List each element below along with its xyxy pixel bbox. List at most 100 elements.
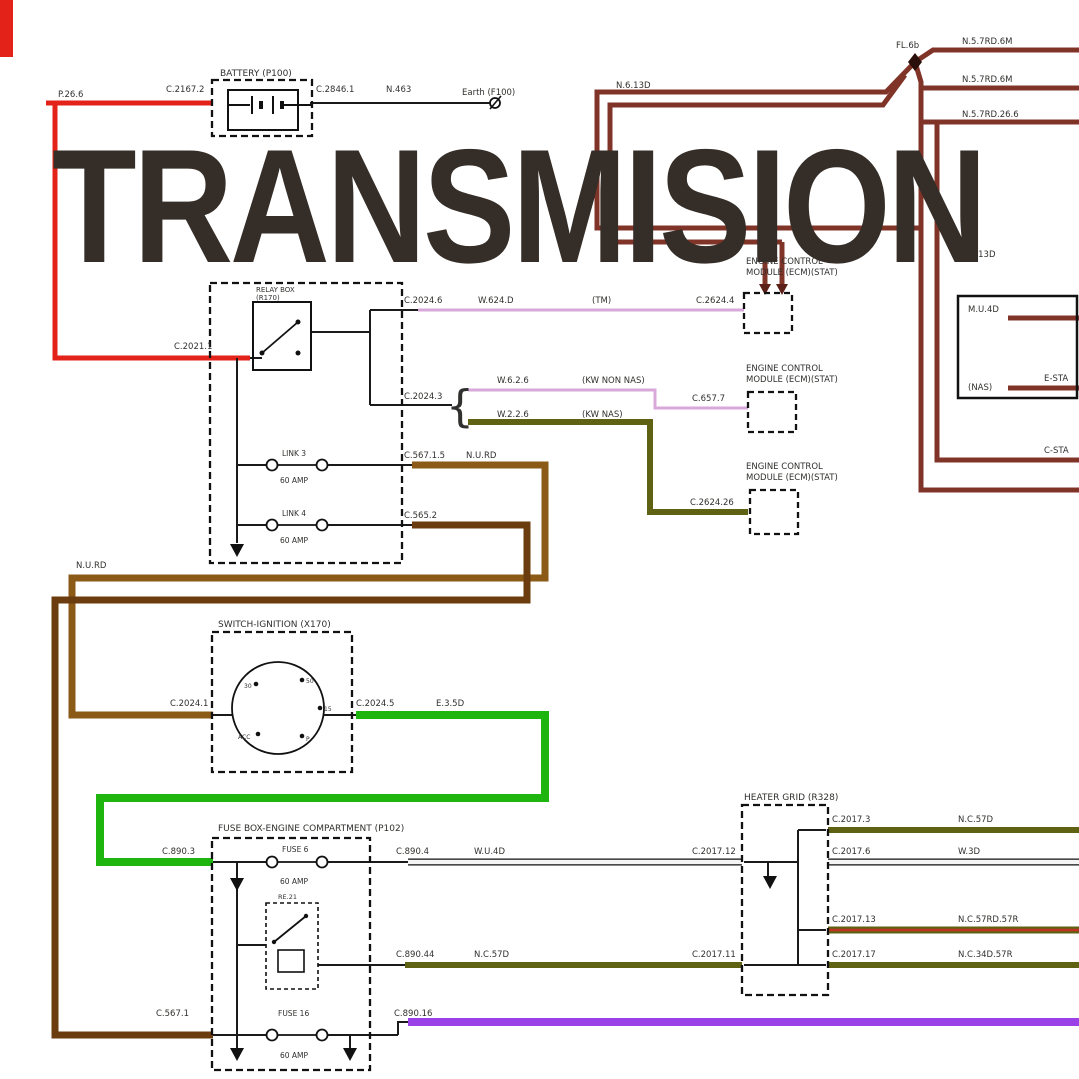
wire-label: FUSE 16	[278, 1009, 309, 1018]
wire-label: 30	[244, 683, 252, 690]
wire-label: C.2024.6	[404, 296, 442, 306]
wire-label: 15	[324, 706, 332, 713]
wire-label: 60 AMP	[280, 1051, 309, 1060]
wire-label: P	[306, 736, 310, 743]
battery-title: BATTERY (P100)	[220, 69, 292, 79]
wire-label: C.2017.12	[692, 847, 736, 857]
label-layer: P.26.6 C.2167.2 BATTERY (P100) C.2846.1 N.46…	[58, 37, 1069, 1060]
wire-label: MODULE (ECM)(STAT)	[746, 375, 838, 385]
wire-label: LINK 4	[282, 509, 306, 518]
battery-symbol	[227, 89, 312, 131]
maroon-arrow-into-ecm	[776, 284, 788, 295]
wire-label: N.6.13D	[616, 81, 651, 91]
fusible-link-node	[908, 53, 922, 71]
ground-arrows	[230, 544, 777, 1061]
wire-label: P.26.6	[58, 90, 83, 100]
wire-label: RE.21	[278, 893, 297, 901]
wire-label: W.624.D	[478, 296, 514, 306]
engine-fuse-box	[210, 836, 372, 1072]
wire-label: M.U.4D	[968, 305, 999, 315]
earth-label: Earth (F100)	[462, 88, 515, 98]
wire-label: N.5.7RD.26.6	[962, 110, 1019, 120]
wire-label: C.2017.17	[832, 950, 876, 960]
wire-label: ENGINE CONTROL	[746, 364, 823, 374]
wire-label: C.567.1	[156, 1009, 189, 1019]
wire-label: C.565.2	[404, 511, 437, 521]
wire-label: C-STA	[1044, 446, 1069, 456]
wire-label: C.2017.6	[832, 847, 870, 857]
wire-label: N.U.RD	[76, 561, 107, 571]
link3-fuse	[265, 458, 329, 472]
wire-label: (TM)	[592, 296, 611, 306]
relay-symbol	[252, 301, 312, 371]
wire-label: C.890.16	[394, 1009, 432, 1019]
wire-label: C.2017.13	[832, 915, 876, 925]
red-wire-crop-stub	[0, 0, 13, 57]
wire-label: C.2017.3	[832, 815, 870, 825]
maroon-arrow-into-ecm	[759, 284, 771, 295]
brown-wire-link3-to-ignition	[68, 461, 549, 719]
wire-label: FUSE 6	[282, 845, 309, 854]
nas-detail-box	[956, 294, 1079, 400]
earth-symbol	[489, 95, 502, 110]
ignition-title: SWITCH-IGNITION (X170)	[218, 620, 331, 630]
wire-label: C.890.4	[396, 847, 429, 857]
wire-label: N.U.RD	[466, 451, 497, 461]
wire-label: C.567.1.5	[404, 451, 445, 461]
wire-label: C.2846.1	[316, 85, 354, 95]
wire-label: E-STA	[1044, 374, 1068, 384]
link4-fuse	[265, 518, 329, 532]
wire-label: ENGINE CONTROL	[746, 462, 823, 472]
ecm-box-3	[748, 488, 800, 536]
wire-label: W.U.4D	[474, 847, 505, 857]
relay-box	[208, 281, 404, 565]
wire-label: N.5.7RD.6M	[962, 75, 1012, 85]
wire-label: N.C.57D	[958, 815, 994, 825]
wire-label: ACC	[238, 734, 250, 741]
battery-box	[210, 78, 314, 138]
heater-grid-box	[740, 803, 830, 997]
heater-grid-title: HEATER GRID (R328)	[744, 793, 838, 803]
heater-relay-symbol	[265, 902, 319, 990]
wire-label: 60 AMP	[280, 877, 309, 886]
wire-label: C.2167.2	[166, 85, 204, 95]
olive-wires	[405, 419, 1079, 968]
wire-label: N.463	[386, 85, 411, 95]
wire-label: (KW NAS)	[582, 410, 623, 420]
brown-wire-link4-to-fusebox	[51, 521, 531, 1039]
wire-label: C.890.3	[162, 847, 195, 857]
ecm-box-2	[746, 390, 798, 434]
wire-label: (NAS)	[968, 383, 992, 393]
wire-label: M.2.13D	[960, 250, 996, 260]
wire-label: 60 AMP	[280, 536, 309, 545]
wire-label: C.2024.5	[356, 699, 394, 709]
relay-box-title: (R170)	[256, 294, 280, 302]
wire-label: C.2024.1	[170, 699, 208, 709]
fuse-box-title: FUSE BOX-ENGINE COMPARTMENT (P102)	[218, 824, 404, 834]
wire-label: C.2624.26	[690, 498, 734, 508]
red-power-wire	[46, 100, 250, 361]
wire-label: C.2024.3	[404, 392, 442, 402]
wire-label: MODULE (ECM)(STAT)	[746, 473, 838, 483]
wire-label: 50	[306, 678, 314, 685]
ignition-switch-box	[210, 630, 354, 774]
wire-label: N.C.57RD.57R	[958, 915, 1018, 925]
wire-label: MODULE (ECM)(STAT)	[746, 268, 838, 278]
wire-label: LINK 3	[282, 449, 306, 458]
ecm-box-1	[742, 291, 794, 335]
wire-label: 60 AMP	[280, 476, 309, 485]
green-ignition-wire	[96, 711, 549, 866]
relay-box-title: RELAY BOX	[256, 286, 295, 294]
wire-label: N.C.34D.57R	[958, 950, 1013, 960]
wire-label: ENGINE CONTROL	[746, 257, 823, 267]
maroon-battery-harness	[594, 47, 1079, 493]
wire-label: (KW NON NAS)	[582, 376, 645, 386]
wire-label: N.5.7RD.6M	[962, 37, 1012, 47]
wire-label: W.3D	[958, 847, 981, 857]
wire-label: N.C.57D	[474, 950, 510, 960]
wire-label: C.2021.1	[174, 342, 212, 352]
wire-label: W.2.2.6	[497, 410, 529, 420]
wire-label: C.2624.4	[696, 296, 734, 306]
